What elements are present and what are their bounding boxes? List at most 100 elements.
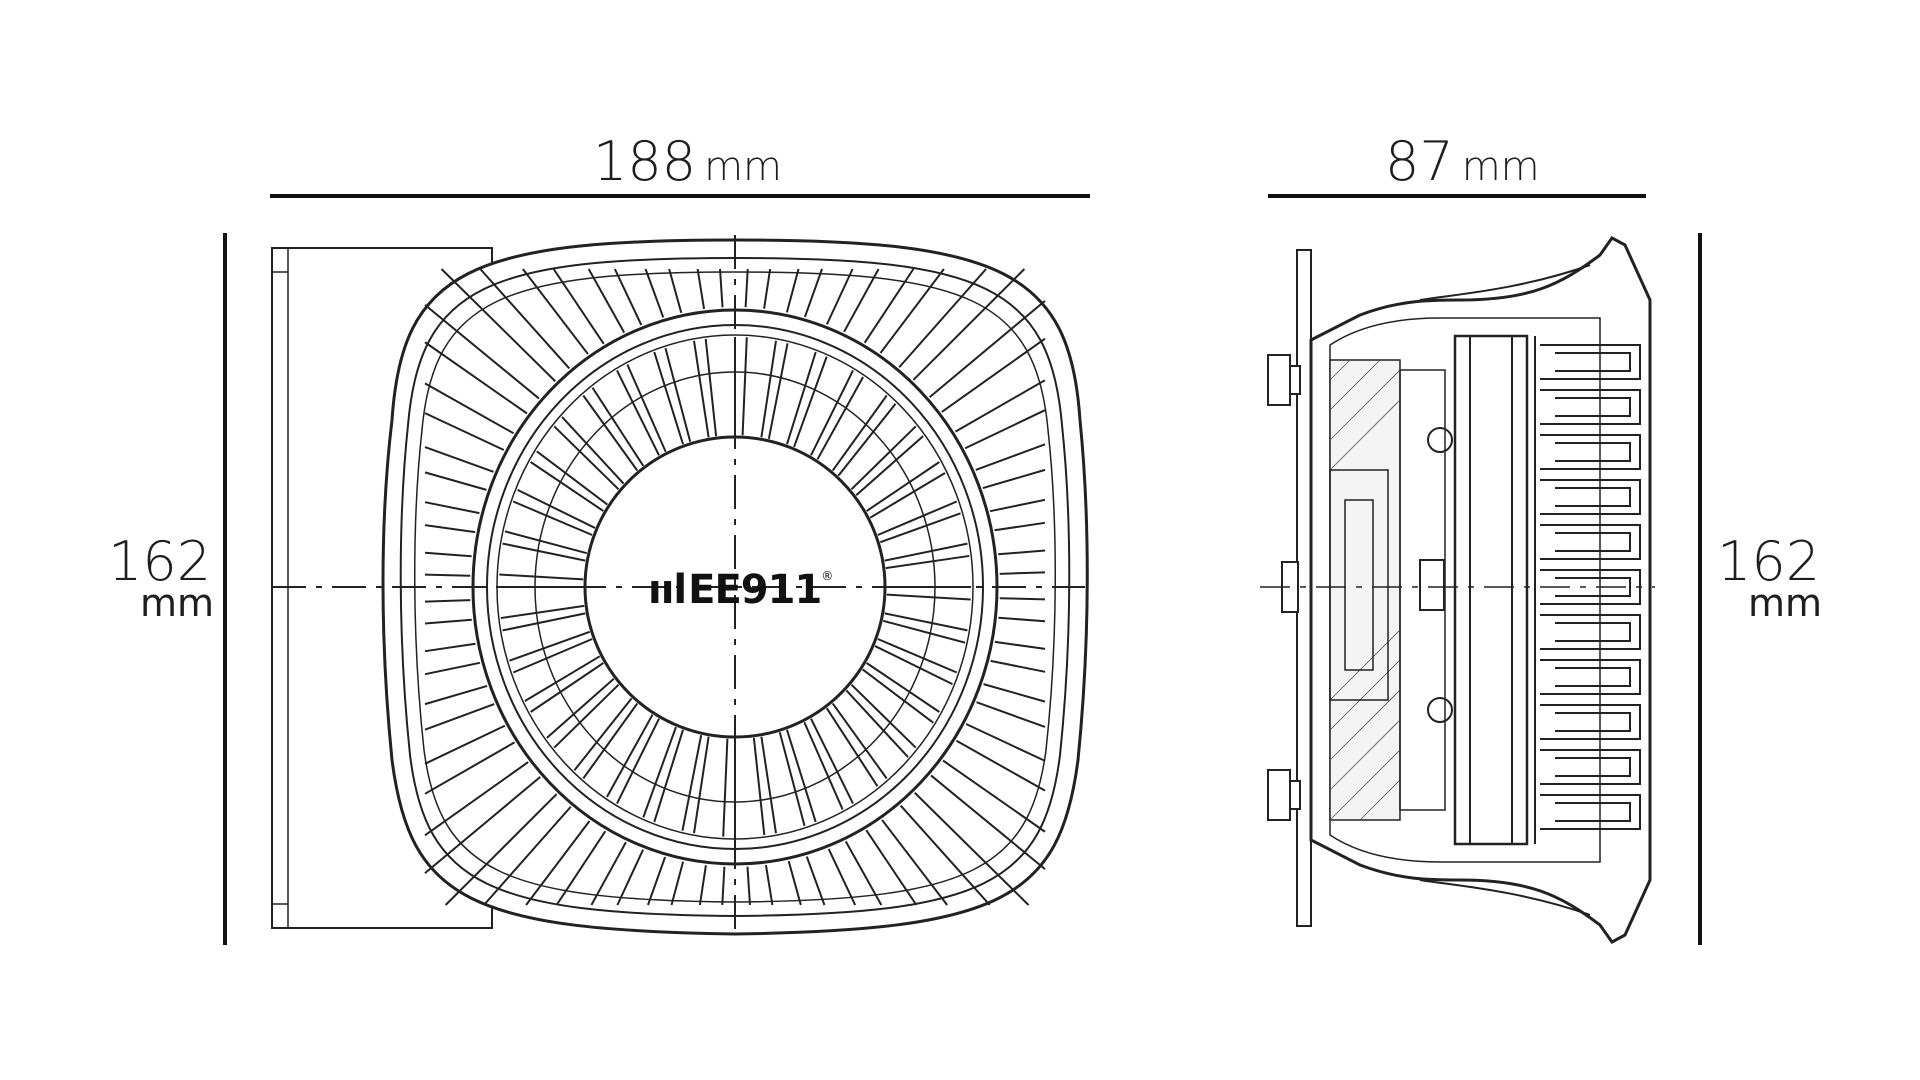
- outer-fin: [424, 642, 476, 653]
- inner-spoke: [664, 347, 692, 443]
- rear-fin: [1555, 712, 1631, 732]
- outer-fin: [998, 549, 1046, 556]
- rear-fin: [1555, 577, 1631, 597]
- inner-spoke: [582, 702, 639, 780]
- inner-spoke: [530, 461, 604, 512]
- inner-spoke: [512, 500, 593, 536]
- inner-spoke: [877, 638, 958, 674]
- rear-fins: [1534, 336, 1641, 844]
- outer-fin: [785, 268, 800, 313]
- inner-spoke: [752, 737, 766, 836]
- outer-fin: [424, 761, 529, 837]
- inner-spoke: [845, 689, 909, 758]
- outer-fin: [954, 379, 1046, 433]
- outer-fin: [424, 724, 506, 765]
- outer-fin: [744, 268, 749, 308]
- inner-spoke: [524, 655, 601, 702]
- inner-spoke: [653, 351, 684, 445]
- inner-spoke: [877, 500, 958, 536]
- front-width-value: 188: [593, 130, 697, 193]
- inner-spoke: [874, 645, 953, 686]
- inner-spoke: [530, 662, 604, 713]
- rear-fin: [1555, 487, 1631, 507]
- outer-fin: [764, 864, 774, 906]
- outer-fin: [929, 300, 1046, 398]
- inner-spoke: [767, 343, 789, 440]
- outer-fin: [616, 849, 645, 906]
- outer-fin: [912, 268, 1026, 381]
- inner-spoke: [885, 554, 970, 570]
- rear-fin: [1540, 794, 1641, 830]
- outer-fin: [670, 861, 685, 906]
- inner-spoke: [850, 425, 917, 491]
- outer-fin: [844, 840, 883, 906]
- outer-fin: [525, 820, 591, 906]
- inner-spoke: [591, 387, 645, 467]
- outer-fin: [424, 618, 472, 625]
- side-depth-value: 87: [1385, 130, 1454, 193]
- outer-fin: [440, 268, 556, 382]
- inner-spoke: [786, 351, 817, 445]
- inner-spoke: [793, 356, 828, 448]
- rear-fin: [1540, 749, 1641, 785]
- outer-fin: [898, 268, 987, 368]
- inner-spoke: [553, 683, 620, 749]
- inner-spoke: [606, 714, 654, 798]
- inner-spoke: [509, 630, 591, 662]
- outer-fin: [964, 409, 1046, 450]
- inner-spoke: [831, 394, 888, 472]
- front-view: [271, 235, 1089, 936]
- inner-spoke: [500, 604, 585, 620]
- inner-spoke: [879, 512, 961, 544]
- inner-spoke: [561, 416, 625, 485]
- outer-fin: [999, 571, 1046, 575]
- inner-spoke: [850, 683, 917, 749]
- outer-fin: [863, 268, 915, 344]
- outer-fin: [483, 806, 572, 906]
- outer-fin: [998, 616, 1046, 623]
- logo-bars-icon: ııl: [648, 567, 687, 613]
- front-height-dimension-line: [223, 233, 227, 945]
- outer-fin: [721, 866, 726, 906]
- inner-spoke: [502, 612, 586, 632]
- rear-fin: [1540, 479, 1641, 515]
- inner-spoke: [693, 736, 710, 834]
- inner-spoke: [512, 638, 593, 674]
- outer-fin: [424, 446, 494, 473]
- outer-fin: [424, 661, 481, 676]
- inner-spoke: [778, 731, 806, 827]
- outer-fin: [424, 341, 528, 415]
- rear-fin: [1540, 434, 1641, 470]
- rear-fin: [1540, 344, 1641, 380]
- outer-fins: [424, 268, 1046, 906]
- rear-fin: [1555, 757, 1631, 777]
- outer-fin: [983, 683, 1046, 703]
- inner-spoke: [616, 370, 660, 456]
- rear-fin: [1555, 442, 1631, 462]
- rear-fin: [1540, 704, 1641, 740]
- outer-fin: [994, 521, 1046, 532]
- inner-spoke: [573, 697, 633, 771]
- outer-fin: [982, 468, 1046, 489]
- inner-spoke: [882, 619, 966, 644]
- inner-spoke: [884, 542, 968, 562]
- rear-fin: [1540, 614, 1641, 650]
- inner-spoke: [869, 472, 946, 519]
- front-width-unit: mm: [704, 144, 783, 190]
- rear-fin: [1555, 622, 1631, 642]
- brand-logo: ıılEE911®: [648, 567, 833, 613]
- outer-fin: [999, 597, 1046, 601]
- outer-fin: [424, 304, 540, 400]
- side-height-value: 162: [1717, 530, 1821, 593]
- outer-fin: [965, 723, 1046, 762]
- outer-fin: [990, 659, 1046, 673]
- outer-fin: [698, 865, 707, 906]
- inner-spoke: [831, 702, 888, 780]
- outer-fin: [879, 268, 945, 354]
- inner-spoke: [546, 678, 615, 739]
- rear-fin: [1540, 389, 1641, 425]
- outer-fin: [989, 498, 1046, 513]
- inner-spoke: [626, 364, 667, 453]
